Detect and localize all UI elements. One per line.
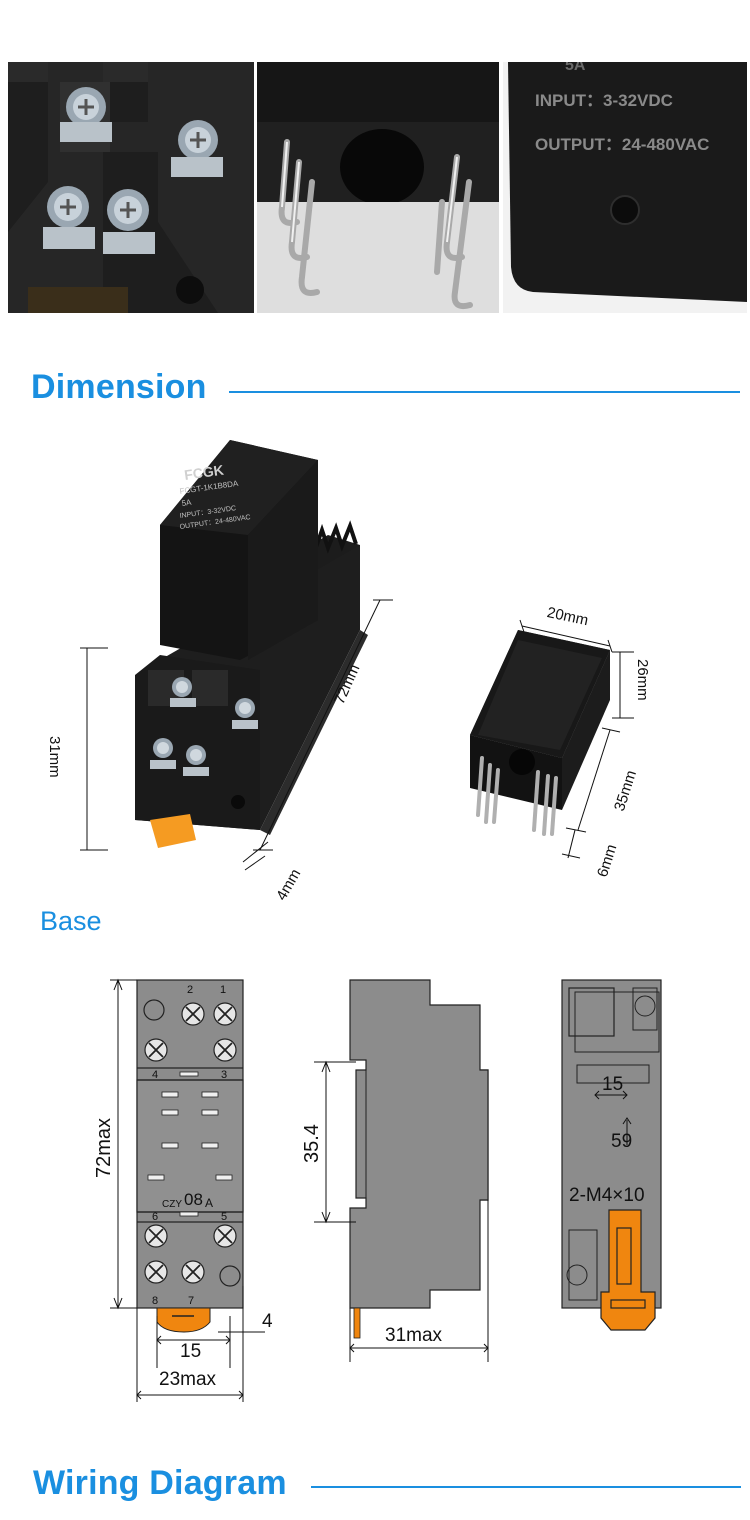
base-front-view: 2 1 4 3 6 5 8 7 CZY 08 A <box>110 978 265 1402</box>
base-model-prefix: CZY <box>162 1199 182 1210</box>
base-model-number: 08 <box>184 1190 203 1209</box>
terminal-number-2: 2 <box>187 984 193 996</box>
base-side-view <box>314 979 489 1362</box>
photo-relay-pins <box>257 62 499 313</box>
terminal-number-1: 1 <box>220 984 226 996</box>
back-screw-label: 2-M4×10 <box>569 1185 645 1206</box>
photo-label-fragment: 5A <box>565 62 586 74</box>
relay-brand: FCGK <box>183 462 225 483</box>
relay-on-base-illustration: FCGK FCGT-1K1B8DA 5A INPUT：3-32VDC OUTPU… <box>80 440 393 871</box>
wiring-title: Wiring Diagram <box>33 1464 287 1502</box>
base-title: Base <box>40 906 102 936</box>
base-back-view <box>561 979 662 1331</box>
base-model-suffix: A <box>205 1196 213 1210</box>
terminal-number-4: 4 <box>152 1069 158 1081</box>
relay-illustration <box>470 619 634 859</box>
front-width-label: 23max <box>159 1369 217 1390</box>
left-height-label: 31mm <box>46 736 63 778</box>
photo-terminal-screws <box>8 62 254 313</box>
relay-rating: 5A <box>181 498 193 508</box>
front-offset-label: 4 <box>262 1311 273 1332</box>
terminal-number-6: 6 <box>152 1211 158 1223</box>
front-height-label: 72max <box>93 1117 115 1178</box>
photo-label-output: OUTPUT：24-480VAC <box>535 135 709 154</box>
terminal-number-3: 3 <box>221 1069 227 1081</box>
side-depth-label: 31max <box>385 1325 443 1346</box>
dimension-title: Dimension <box>31 368 207 406</box>
terminal-number-7: 7 <box>188 1295 194 1307</box>
dimension-title-line <box>229 391 740 393</box>
photo-relay-label: 5A INPUT：3-32VDC OUTPUT：24-480VAC <box>503 62 747 313</box>
terminal-number-5: 5 <box>221 1211 227 1223</box>
back-spacing-label: 59 <box>611 1131 633 1152</box>
wiring-title-line <box>311 1486 741 1488</box>
photo-label-input: INPUT：3-32VDC <box>535 91 673 110</box>
side-rail-label: 35.4 <box>301 1124 323 1163</box>
right-top-height-label: 26mm <box>634 659 651 701</box>
back-pitch-label: 15 <box>602 1074 624 1095</box>
front-pitch-label: 15 <box>180 1341 202 1362</box>
terminal-number-8: 8 <box>152 1295 158 1307</box>
